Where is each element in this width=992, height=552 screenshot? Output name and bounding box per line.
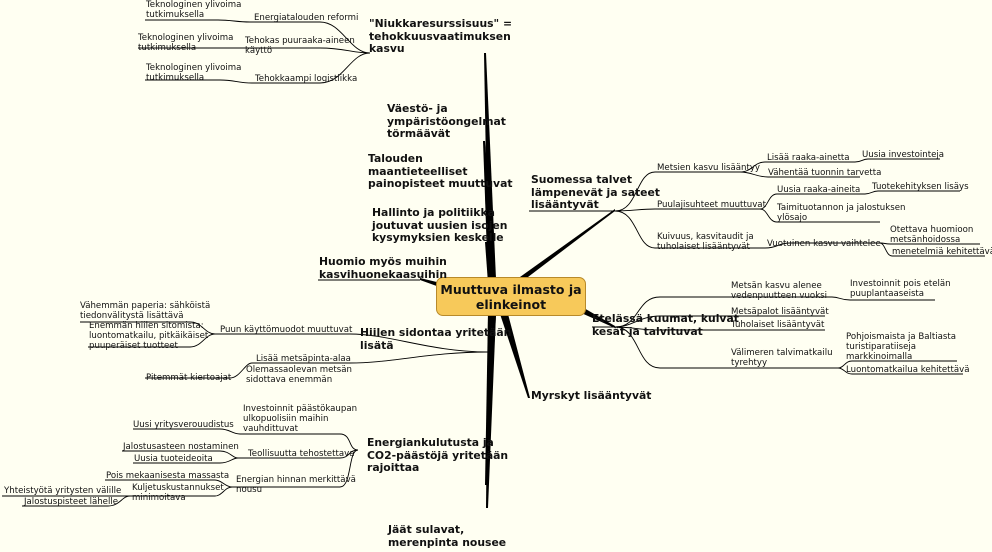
- node-puuraaka[interactable]: Tehokas puuraaka-aineen käyttö: [245, 36, 355, 56]
- branch-hiilen[interactable]: Hiilen sidontaa yritetään lisätä: [360, 326, 512, 352]
- branch-myrskyt[interactable]: Myrskyt lisääntyvät: [531, 389, 652, 402]
- node-valimeren-matkailu[interactable]: Välimeren talvimatkailu tyrehtyy: [731, 348, 833, 368]
- node-pohjoismaat-baltia[interactable]: Pohjoismaista ja Baltiasta turistiparati…: [846, 332, 957, 362]
- node-uusia-raaka-aineita[interactable]: Uusia raaka-aineita: [777, 185, 861, 195]
- node-hiilen-sitominen[interactable]: Enemmän hiilen sitomista: luontomatkailu…: [89, 321, 209, 351]
- node-yhteistyo[interactable]: Yhteistyötä yritysten välille: [4, 486, 122, 496]
- node-jalostuspisteet[interactable]: Jalostuspisteet lähelle: [24, 497, 119, 507]
- node-kuljetuskustannukset[interactable]: Kuljetuskustannukset minimoitava: [132, 483, 224, 503]
- node-luontomatkailu[interactable]: Luontomatkailua kehitettävä: [846, 365, 970, 375]
- node-kiertoajat[interactable]: Pitemmät kiertoajat: [146, 373, 232, 383]
- branch-niukkaresurssisuus[interactable]: "Niukkaresurssisuus" = tehokkuusvaatimuk…: [369, 17, 512, 55]
- branch-huomio[interactable]: Huomio myös muihin kasvihuonekaasuihin: [319, 255, 448, 281]
- branch-jaat[interactable]: Jäät sulavat, merenpinta nousee: [388, 523, 507, 549]
- node-energian-hinta[interactable]: Energian hinnan merkittävä nousu: [236, 475, 356, 495]
- node-tuotekehitys[interactable]: Tuotekehityksen lisäys: [872, 182, 969, 192]
- branch-hallinto[interactable]: Hallinto ja politiikka joutuvat uusien i…: [372, 206, 508, 244]
- node-teollisuus[interactable]: Teollisuutta tehostettava: [248, 449, 355, 459]
- node-metsapalot[interactable]: Metsäpalot lisääntyvät: [731, 307, 829, 317]
- node-investoinnit-pois[interactable]: Investoinnit pois etelän puuplantaaseist…: [850, 279, 951, 299]
- node-teknologinen-1[interactable]: Teknologinen ylivoima tutkimuksella: [146, 0, 242, 20]
- node-olemassaoleva-metsa[interactable]: Olemassaolevan metsän sidottava enemmän: [246, 365, 352, 385]
- node-investoinnit-paastokauppa[interactable]: Investoinnit päästökaupan ulkopuolisiin …: [243, 404, 358, 434]
- node-teknologinen-2[interactable]: Teknologinen ylivoima tutkimuksella: [138, 33, 234, 53]
- node-metsapinta-ala[interactable]: Lisää metsäpinta-alaa: [256, 354, 351, 364]
- node-tuoteideat[interactable]: Uusia tuoteideoita: [134, 454, 213, 464]
- node-kuivuus[interactable]: Kuivuus, kasvitaudit ja tuholaiset lisää…: [657, 232, 754, 252]
- branch-energia[interactable]: Energiankulutusta ja CO2-päästöjä yritet…: [367, 436, 509, 474]
- node-mekaaninen-massa[interactable]: Pois mekaanisesta massasta: [106, 471, 230, 481]
- node-vedenpuute[interactable]: Metsän kasvu alenee vedenpuutteen vuoksi: [731, 281, 828, 301]
- node-tuholaiset[interactable]: Tuholaiset lisääntyvät: [731, 320, 825, 330]
- node-uusia-investointeja[interactable]: Uusia investointeja: [862, 150, 945, 160]
- node-jalostusaste[interactable]: Jalostusasteen nostaminen: [123, 442, 239, 452]
- node-logistiikka[interactable]: Tehokkaampi logistiikka: [255, 74, 358, 84]
- node-vuotuinen-kasvu[interactable]: Vuotuinen kasvu vaihtelee: [767, 239, 881, 249]
- node-puun-kaytto[interactable]: Puun käyttömuodot muuttuvat: [220, 325, 353, 335]
- central-topic[interactable]: Muuttuva ilmasto ja elinkeinot: [436, 277, 586, 316]
- node-metsanhoito[interactable]: Otettava huomioon metsänhoidossa: [890, 225, 974, 245]
- branch-maantiede[interactable]: Talouden maantieteelliset painopisteet m…: [368, 152, 513, 190]
- branch-vaesto[interactable]: Väestö- ja ympäristöongelmat törmäävät: [387, 102, 506, 140]
- node-energiatalous[interactable]: Energiatalouden reformi: [254, 13, 359, 23]
- node-vahemman-paperia[interactable]: Vähemmän paperia: sähköistä tiedonvälity…: [80, 301, 211, 321]
- branch-suomessa[interactable]: Suomessa talvet lämpenevät ja sateet lis…: [531, 173, 660, 211]
- node-metsien-kasvu[interactable]: Metsien kasvu lisääntyy: [657, 163, 761, 173]
- node-teknologinen-3[interactable]: Teknologinen ylivoima tutkimuksella: [146, 63, 242, 83]
- node-lisaa-raaka-ainetta[interactable]: Lisää raaka-ainetta: [767, 153, 850, 163]
- node-menetelmia[interactable]: menetelmiä kehitettävä: [892, 247, 992, 257]
- node-tuonnin-tarve[interactable]: Vähentää tuonnin tarvetta: [768, 168, 882, 178]
- node-yritysverouudistus[interactable]: Uusi yritysverouudistus: [133, 420, 234, 430]
- node-taimituotanto[interactable]: Taimituotannon ja jalostuksen ylösajo: [777, 203, 906, 223]
- branch-etelassa[interactable]: Etelässä kuumat, kuivat kesät ja talvitu…: [592, 312, 739, 338]
- node-puulajisuhteet[interactable]: Puulajisuhteet muuttuvat: [657, 200, 766, 210]
